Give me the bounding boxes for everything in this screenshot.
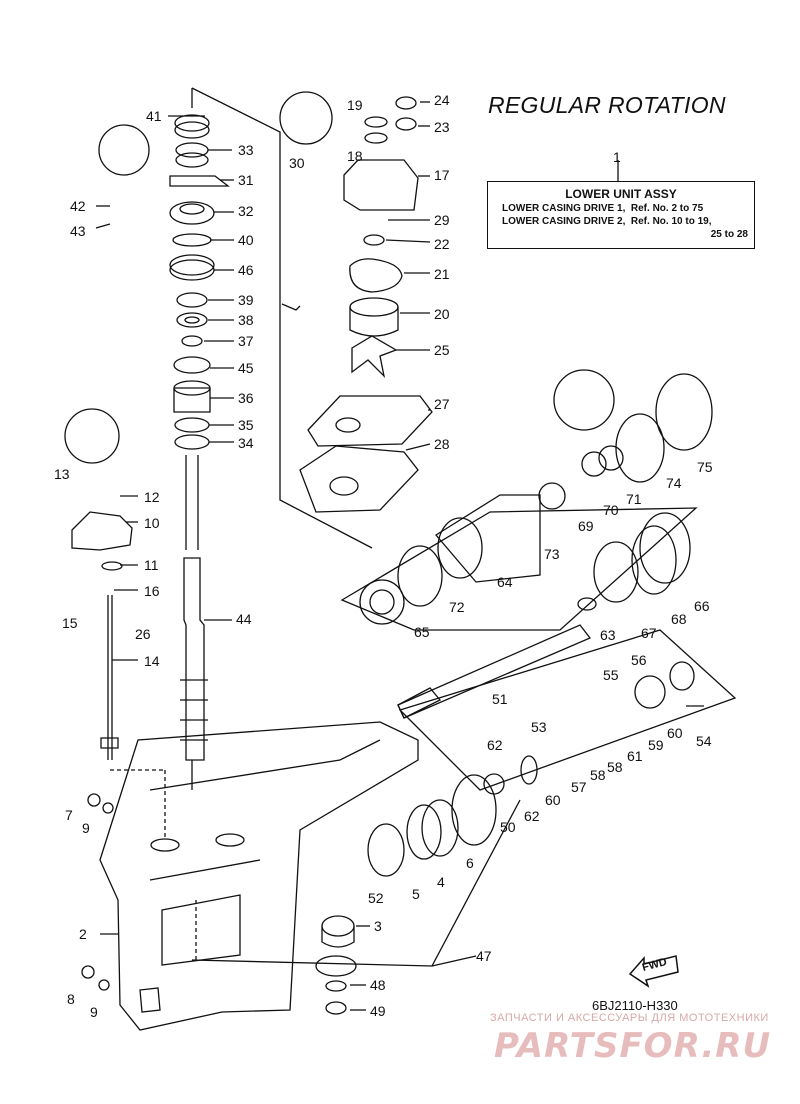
callout-39: 39	[238, 292, 254, 308]
assembly-table-row-1: LOWER CASING DRIVE 1, Ref. No. 2 to 75	[502, 203, 704, 214]
callout-55: 55	[603, 667, 619, 683]
callout-18: 18	[347, 148, 363, 164]
assembly-table-header: LOWER UNIT ASSY	[565, 187, 677, 201]
callout-61: 61	[627, 748, 643, 764]
callout-29: 29	[434, 212, 450, 228]
callout-44: 44	[236, 611, 252, 627]
callout-48: 48	[370, 977, 386, 993]
callout-10: 10	[144, 515, 160, 531]
callout-33: 33	[238, 142, 254, 158]
callout-50: 50	[500, 819, 516, 835]
callout-8: 8	[67, 991, 75, 1007]
callout-62b: 62	[524, 808, 540, 824]
callout-49: 49	[370, 1003, 386, 1019]
page-title: REGULAR ROTATION	[488, 92, 726, 118]
callout-20: 20	[434, 306, 450, 322]
callout-15: 15	[62, 615, 78, 631]
callout-37: 37	[238, 333, 254, 349]
callout-24: 24	[434, 92, 450, 108]
callout-31: 31	[238, 172, 254, 188]
callout-47: 47	[476, 948, 492, 964]
callout-35: 35	[238, 417, 254, 433]
assembly-table: LOWER UNIT ASSY LOWER CASING DRIVE 1, Re…	[487, 181, 755, 249]
callout-54: 54	[696, 733, 712, 749]
callout-70: 70	[603, 502, 619, 518]
callout-9: 9	[82, 820, 90, 836]
callout-38: 38	[238, 312, 254, 328]
assembly-table-row-3: 25 to 28	[710, 229, 748, 240]
callout-59: 59	[648, 737, 664, 753]
callout-43: 43	[70, 223, 86, 239]
callout-22: 22	[434, 236, 450, 252]
callout-12: 12	[144, 489, 160, 505]
callout-68: 68	[671, 611, 687, 627]
callout-60: 60	[545, 792, 561, 808]
callout-67: 67	[641, 625, 657, 641]
callout-25: 25	[434, 342, 450, 358]
callout-46: 46	[238, 262, 254, 278]
callout-1: 1	[613, 149, 621, 165]
callout-62: 62	[487, 737, 503, 753]
callout-19: 19	[347, 97, 363, 113]
callout-5: 5	[412, 886, 420, 902]
callout-32: 32	[238, 203, 254, 219]
callout-65: 65	[414, 624, 430, 640]
callout-74: 74	[666, 475, 682, 491]
callout-58: 58	[590, 767, 606, 783]
callout-66: 66	[694, 598, 710, 614]
callout-28: 28	[434, 436, 450, 452]
callout-42: 42	[70, 198, 86, 214]
callout-13: 13	[54, 466, 70, 482]
callout-56: 56	[631, 652, 647, 668]
assembly-table-row-2: LOWER CASING DRIVE 2, Ref. No. 10 to 19,	[502, 216, 712, 227]
callout-53: 53	[531, 719, 547, 735]
callout-21: 21	[434, 266, 450, 282]
watermark-caption: ЗАПЧАСТИ И АКСЕССУАРЫ ДЛЯ МОТОТЕХНИКИ	[490, 1012, 769, 1024]
callout-51: 51	[492, 691, 508, 707]
watermark-logo: PARTSFOR.RU	[494, 1026, 772, 1066]
callout-30: 30	[289, 155, 305, 171]
callout-71: 71	[626, 491, 642, 507]
callout-7: 7	[65, 807, 73, 823]
callout-4: 4	[437, 874, 445, 890]
callout-63: 63	[600, 627, 616, 643]
callout-9b: 9	[90, 1004, 98, 1020]
callout-75: 75	[697, 459, 713, 475]
callout-45: 45	[238, 360, 254, 376]
callout-23: 23	[434, 119, 450, 135]
callout-52: 52	[368, 890, 384, 906]
callout-60b: 60	[667, 725, 683, 741]
callout-16: 16	[144, 583, 160, 599]
callout-57: 57	[571, 779, 587, 795]
callout-6: 6	[466, 855, 474, 871]
callout-72: 72	[449, 599, 465, 615]
callout-58b: 58	[607, 759, 623, 775]
callout-41: 41	[146, 108, 162, 124]
callout-17: 17	[434, 167, 450, 183]
callout-73: 73	[544, 546, 560, 562]
fwd-arrow-icon	[628, 955, 679, 988]
callout-69: 69	[578, 518, 594, 534]
diagram-code: 6BJ2110-H330	[592, 998, 678, 1013]
callout-36: 36	[238, 390, 254, 406]
callout-3: 3	[374, 918, 382, 934]
callout-11: 11	[144, 557, 159, 573]
callout-2: 2	[79, 926, 87, 942]
callout-27: 27	[434, 396, 450, 412]
callout-26: 26	[135, 626, 151, 642]
callout-64: 64	[497, 574, 513, 590]
callout-40: 40	[238, 232, 254, 248]
callout-34: 34	[238, 435, 254, 451]
callout-14: 14	[144, 653, 160, 669]
